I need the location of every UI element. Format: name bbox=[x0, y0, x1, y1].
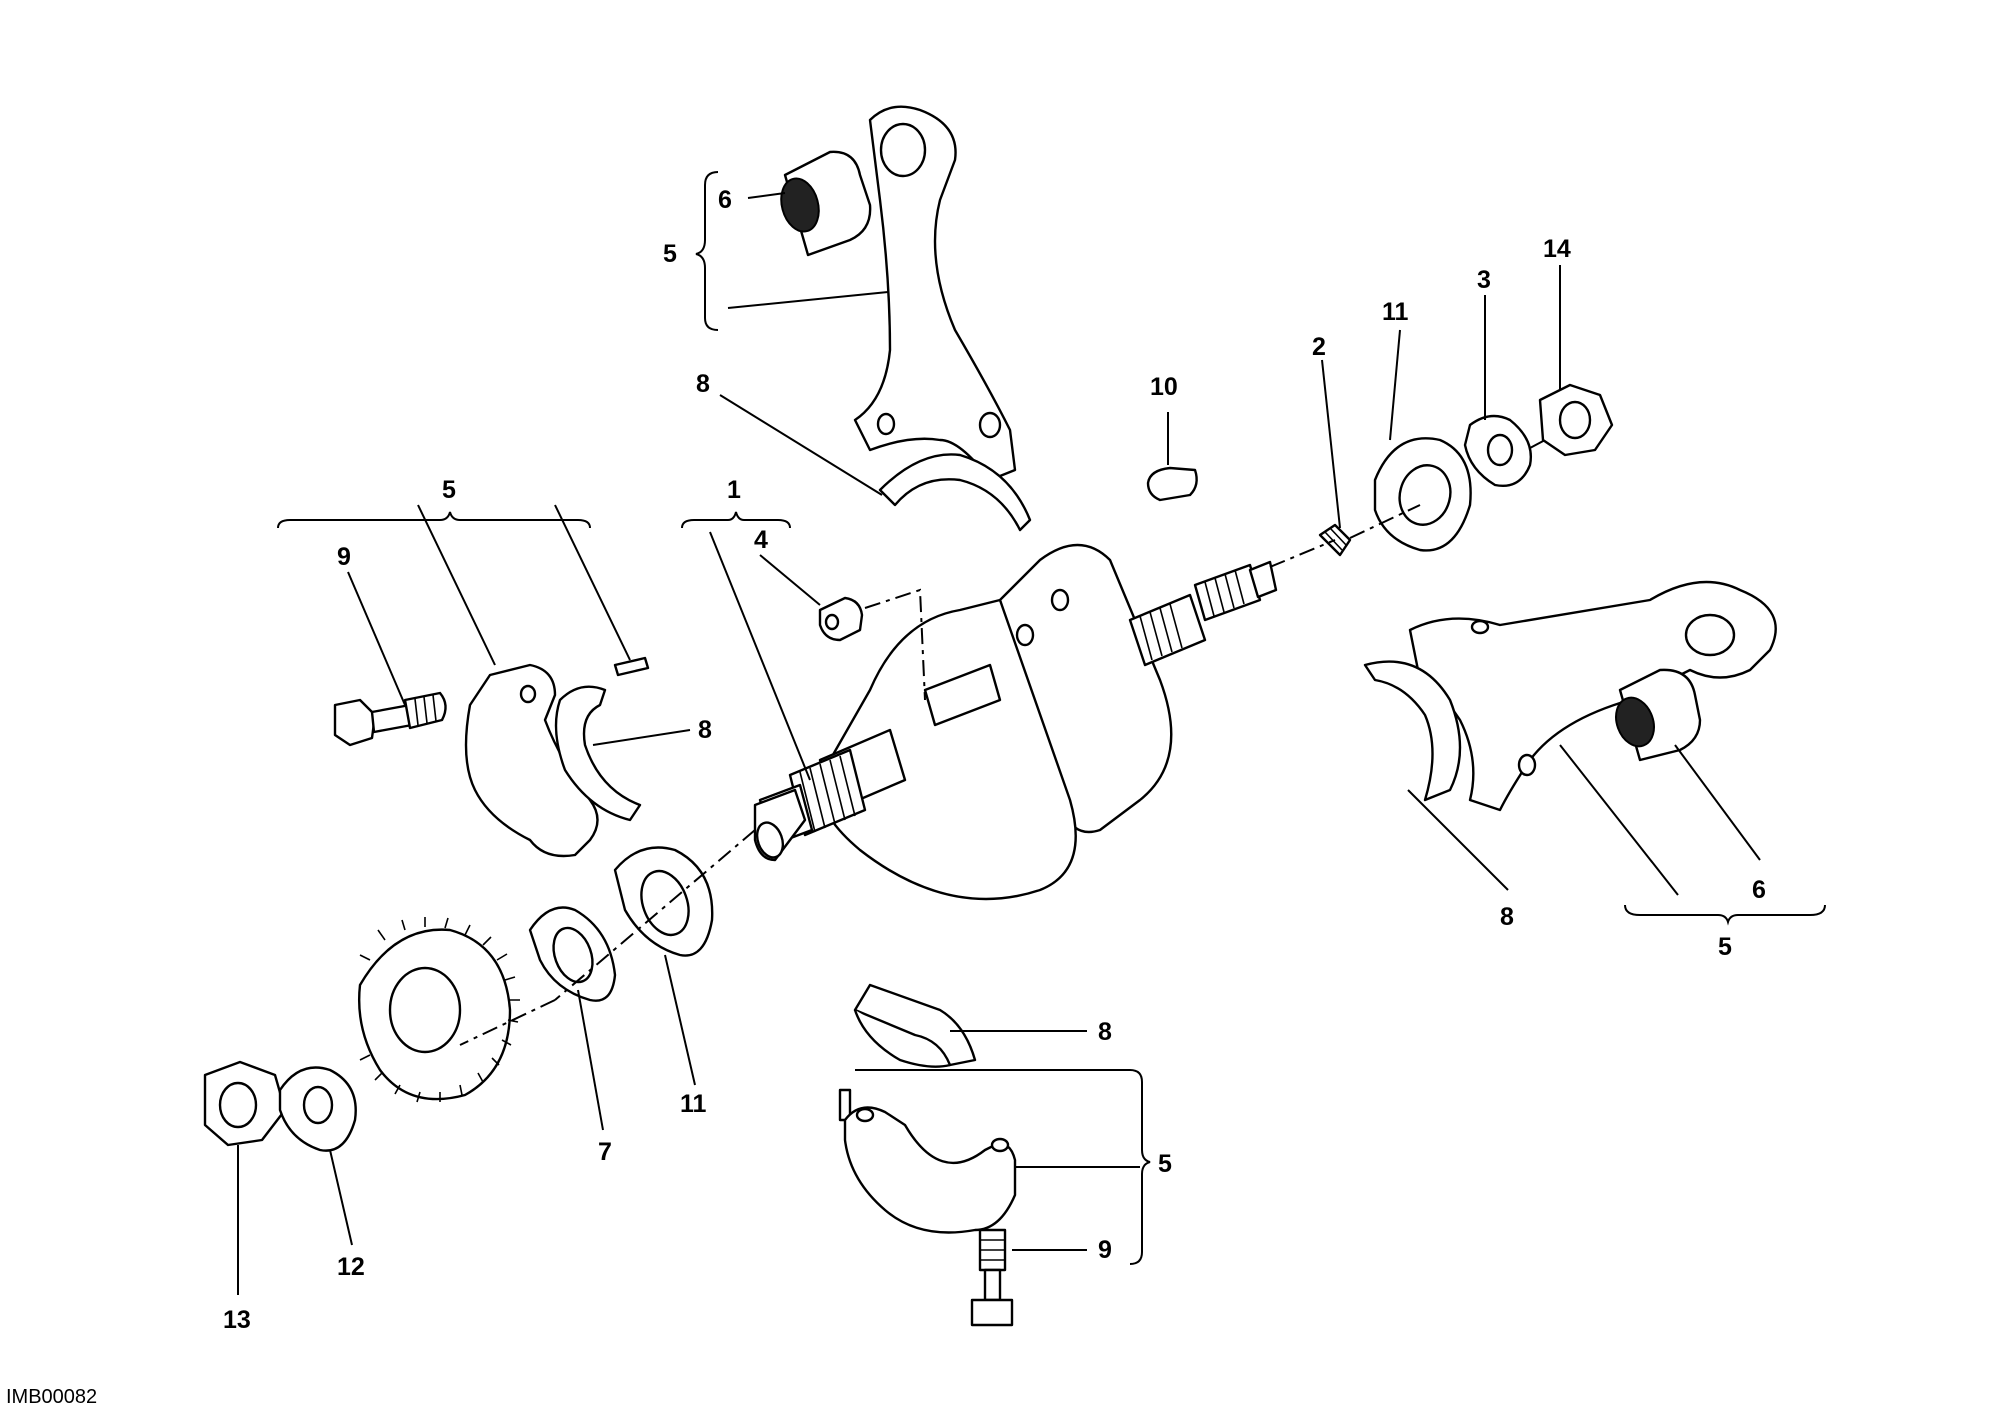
plug-4 bbox=[818, 596, 864, 642]
callout-4: 4 bbox=[754, 526, 768, 554]
callout-9-bottom-cap: 9 bbox=[1098, 1236, 1112, 1264]
thrust-washer-11-left bbox=[613, 846, 714, 957]
callout-labels: 6 5 8 10 2 11 3 14 5 1 4 9 8 6 8 5 8 5 9… bbox=[223, 186, 1766, 1334]
bolt-left-cap bbox=[333, 691, 447, 747]
bolt-bottom-cap bbox=[970, 1228, 1014, 1327]
diagram-code: IMB00082 bbox=[6, 1386, 97, 1408]
thrust-washer-11-right bbox=[1373, 437, 1472, 552]
axis-lines bbox=[459, 439, 1546, 1046]
callout-11-right: 11 bbox=[1382, 298, 1409, 326]
callout-3: 3 bbox=[1477, 266, 1491, 294]
callout-5-bottom-cap: 5 bbox=[1158, 1150, 1172, 1178]
callout-12: 12 bbox=[337, 1253, 365, 1281]
small-end-bush-right bbox=[1615, 668, 1702, 762]
callout-8-left-cap: 8 bbox=[698, 716, 712, 744]
callout-14: 14 bbox=[1543, 235, 1571, 263]
leader-lines bbox=[237, 171, 1826, 1295]
small-end-bush-top bbox=[780, 150, 872, 257]
callout-11-left: 11 bbox=[680, 1090, 707, 1118]
woodruff-key-10 bbox=[1146, 466, 1198, 502]
bearing-shell-bottom-cap bbox=[853, 983, 977, 1068]
lock-washer-12 bbox=[278, 1066, 357, 1152]
callout-8-right-rod: 8 bbox=[1500, 903, 1514, 931]
connecting-rod-top bbox=[853, 105, 1017, 482]
nut-13 bbox=[203, 1060, 287, 1147]
rod-cap-left bbox=[464, 663, 599, 858]
connecting-rod-right bbox=[1408, 580, 1777, 812]
callout-13: 13 bbox=[223, 1306, 251, 1334]
rod-cap-bottom bbox=[843, 1106, 1017, 1234]
callout-8-bottom-cap: 8 bbox=[1098, 1018, 1112, 1046]
lock-washer-3 bbox=[1463, 414, 1532, 487]
callout-2: 2 bbox=[1312, 333, 1326, 361]
bearing-shell-top-rod bbox=[878, 453, 1032, 532]
timing-gear bbox=[358, 917, 520, 1103]
crankshaft bbox=[753, 543, 1278, 901]
callout-10: 10 bbox=[1150, 373, 1178, 401]
callout-6-right-rod: 6 bbox=[1752, 876, 1766, 904]
callout-5-left-cap: 5 bbox=[442, 476, 456, 504]
callout-5-right-rod: 5 bbox=[1718, 933, 1732, 961]
nut-14 bbox=[1538, 383, 1614, 457]
bearing-shell-right-rod bbox=[1363, 660, 1462, 802]
spacer-7 bbox=[528, 906, 617, 1002]
callout-8-top-rod: 8 bbox=[696, 370, 710, 398]
callout-1: 1 bbox=[727, 476, 741, 504]
callout-6-top-rod: 6 bbox=[718, 186, 732, 214]
dowel-pin-left bbox=[613, 656, 650, 677]
callout-5-top-rod: 5 bbox=[663, 240, 677, 268]
callout-7: 7 bbox=[598, 1138, 612, 1166]
callout-9-left-cap: 9 bbox=[337, 543, 351, 571]
bearing-shell-left-cap bbox=[554, 685, 642, 822]
